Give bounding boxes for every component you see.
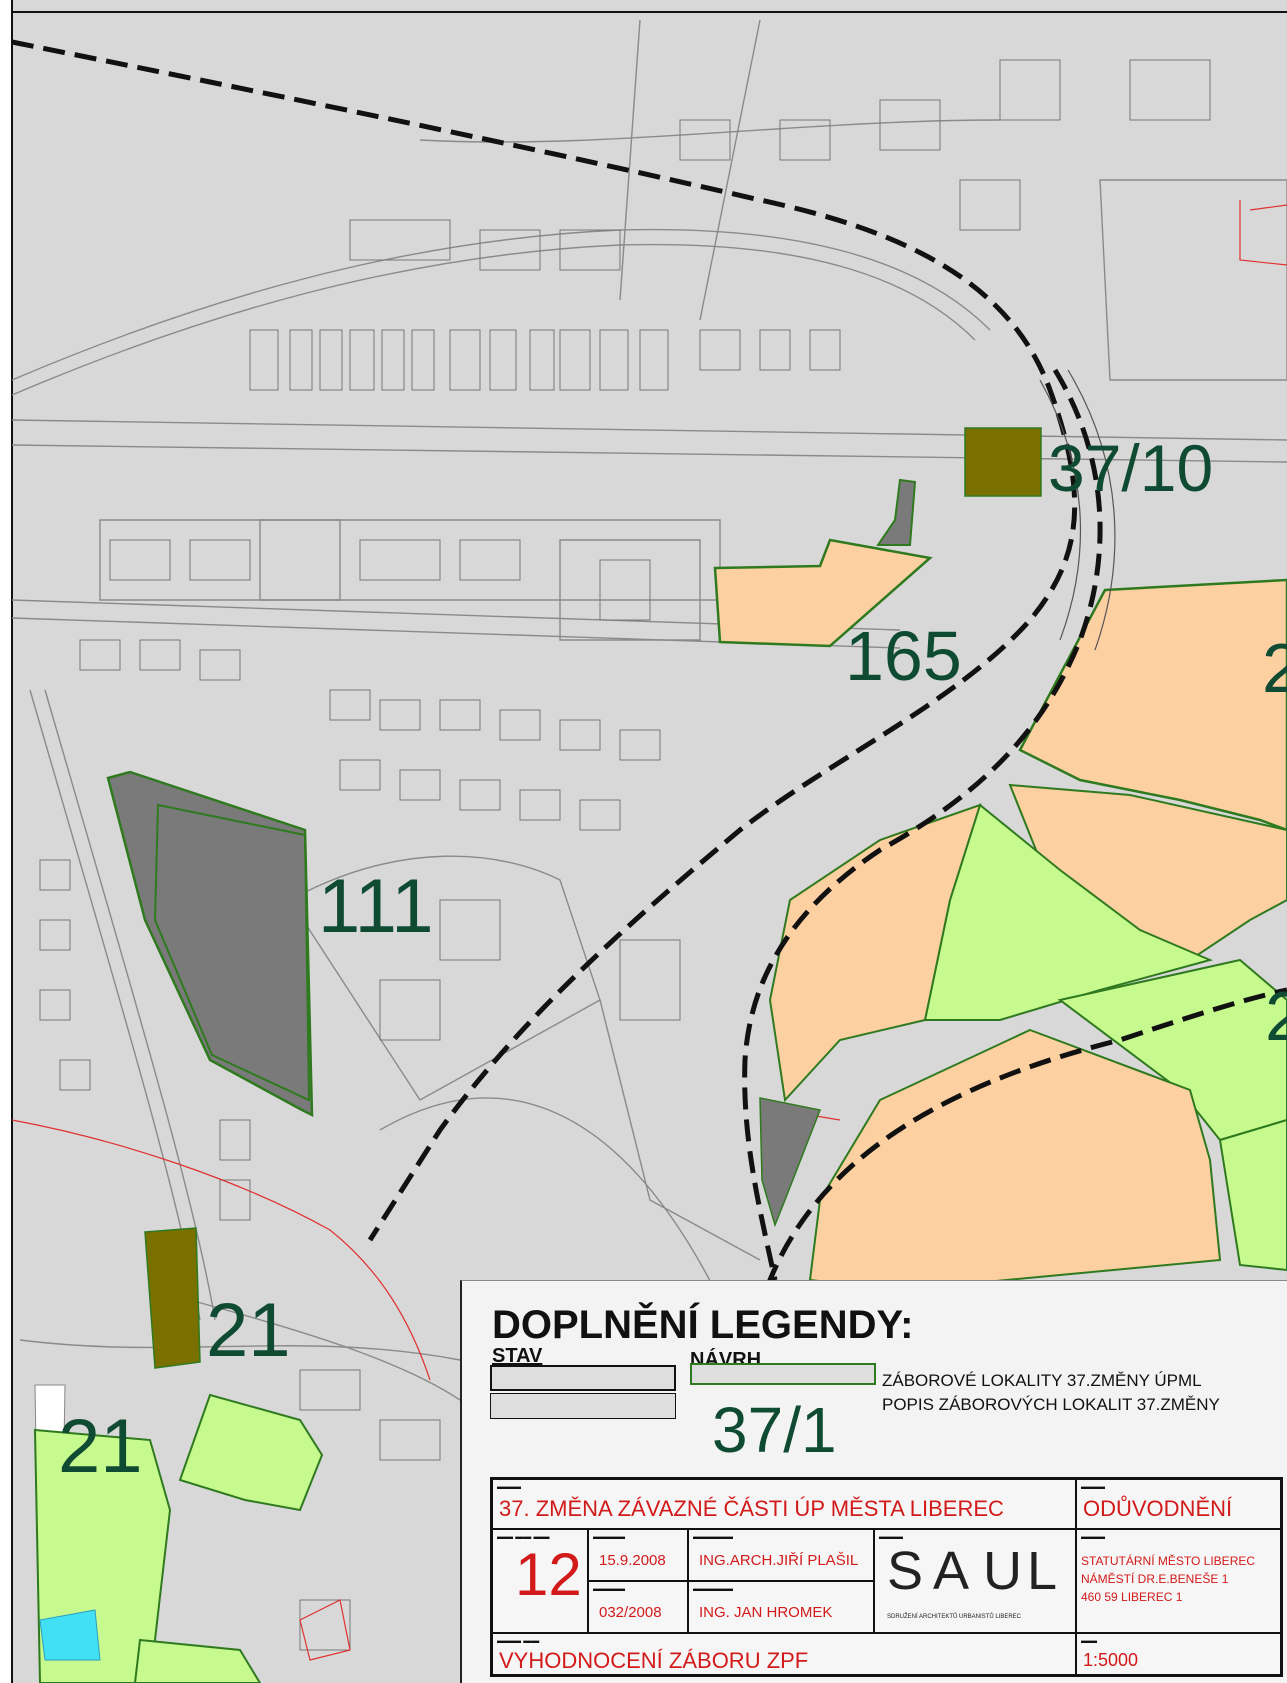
- tb-logo-cell: ▬▬▬ S A U L SDRUŽENÍ ARCHITEKTŮ URBANIST…: [874, 1529, 1076, 1633]
- locality-labels: 37/10 165 111 21 21 2 2: [58, 431, 1287, 1489]
- tb-number-cell: ▬▬ ▬▬ ▬▬ 12: [492, 1529, 588, 1633]
- legend-swatch-stav-2: [490, 1393, 676, 1419]
- tb-client-line3: 460 59 LIBEREC 1: [1081, 1590, 1183, 1604]
- tb-author-responsible: ING.ARCH.JIŘÍ PLAŠIL: [699, 1552, 859, 1569]
- legend-panel: DOPLNĚNÍ LEGENDY: STAV NÁVRH 37/1 ZÁBORO…: [460, 1280, 1287, 1683]
- legend-stav-label: STAV: [492, 1345, 543, 1367]
- tb-client-line1: STATUTÁRNÍ MĚSTO LIBEREC: [1081, 1554, 1256, 1568]
- label-21-south: 21: [58, 1404, 143, 1489]
- tb-contract: 032/2008: [599, 1604, 662, 1621]
- logo-letter-a: A: [933, 1541, 970, 1601]
- legend-swatch-stav-1: [490, 1365, 676, 1391]
- label-edge-1: 2: [1262, 629, 1287, 707]
- label-37-10: 37/10: [1048, 431, 1213, 505]
- title-block: ▬▬▬ 37. ZMĚNA ZÁVAZNÉ ČÁSTI ÚP MĚSTA LIB…: [490, 1477, 1283, 1677]
- legend-swatch-navrh: [690, 1363, 876, 1385]
- tb-purpose-cell: ▬▬▬ ODŮVODNĚNÍ: [1076, 1479, 1281, 1529]
- zone-21-south-3[interactable]: [133, 1638, 262, 1683]
- tb-drawing-cell: ▬▬▬ ▬▬ VYHODNOCENÍ ZÁBORU ZPF: [492, 1633, 1076, 1675]
- tb-scale: 1:5000: [1083, 1650, 1139, 1670]
- zone-165[interactable]: [713, 538, 933, 648]
- tb-client-cell: ▬▬▬ STATUTÁRNÍ MĚSTO LIBEREC NÁMĚSTÍ DR.…: [1076, 1529, 1281, 1633]
- saul-logo: S A U L SDRUŽENÍ ARCHITEKTŮ URBANISTŮ LI…: [875, 1530, 1075, 1632]
- legend-desc-localities: ZÁBOROVÉ LOKALITY 37.ZMĚNY ÚPML: [882, 1371, 1202, 1390]
- tb-author1-cell: ▬▬▬▬▬ ING.ARCH.JIŘÍ PLAŠIL: [688, 1529, 874, 1581]
- railways: [11, 39, 1287, 1286]
- zone-21-north[interactable]: [144, 1227, 201, 1369]
- legend-sample-label: 37/1: [712, 1394, 837, 1466]
- legend-title: DOPLNĚNÍ LEGENDY:: [492, 1303, 914, 1347]
- logo-letter-u: U: [983, 1541, 1022, 1601]
- logo-letter-s: S: [887, 1541, 924, 1601]
- tb-scale-cell: ▬▬ 1:5000: [1076, 1633, 1281, 1675]
- buildings: [39, 59, 1211, 1651]
- legend-desc-labels: POPIS ZÁBOROVÝCH LOKALIT 37.ZMĚNY: [882, 1395, 1220, 1414]
- tb-project-name: 37. ZMĚNA ZÁVAZNÉ ČÁSTI ÚP MĚSTA LIBEREC: [499, 1496, 1004, 1521]
- tb-purpose: ODŮVODNĚNÍ: [1083, 1496, 1233, 1521]
- tb-author-designer: ING. JAN HROMEK: [699, 1604, 833, 1621]
- zone-east-orange-3[interactable]: [768, 803, 982, 1103]
- zone-37-10-strip[interactable]: [876, 478, 917, 546]
- tb-date: 15.9.2008: [599, 1552, 666, 1569]
- zone-21-south-2[interactable]: [178, 1393, 324, 1512]
- zone-east-gray[interactable]: [759, 1097, 822, 1228]
- logo-subtitle: SDRUŽENÍ ARCHITEKTŮ URBANISTŮ LIBEREC: [887, 1614, 1022, 1620]
- tb-project-cell: ▬▬▬ 37. ZMĚNA ZÁVAZNÉ ČÁSTI ÚP MĚSTA LIB…: [492, 1479, 1076, 1529]
- tb-date-cell: ▬▬▬▬ 15.9.2008: [588, 1529, 688, 1581]
- label-21-north: 21: [206, 1288, 291, 1373]
- tb-drawing-number: 12: [515, 1541, 582, 1608]
- label-111: 111: [318, 864, 434, 949]
- tb-contract-cell: ▬▬▬▬ 032/2008: [588, 1581, 688, 1633]
- zone-111[interactable]: [106, 770, 314, 1118]
- logo-letter-l: L: [1027, 1541, 1058, 1601]
- water-feature: [39, 1609, 101, 1661]
- zone-111-inner: [153, 803, 311, 1102]
- label-165: 165: [845, 617, 962, 695]
- zone-east-orange-1[interactable]: [1018, 578, 1287, 832]
- tb-client-line2: NÁMĚSTÍ DR.E.BENEŠE 1: [1081, 1572, 1229, 1586]
- zone-east-green-3[interactable]: [1218, 1118, 1287, 1272]
- zone-37-10[interactable]: [964, 427, 1042, 497]
- left-margin: [0, 0, 12, 1683]
- tb-author2-cell: ▬▬▬▬▬ ING. JAN HROMEK: [688, 1581, 874, 1633]
- label-edge-2: 2: [1265, 977, 1287, 1055]
- tb-drawing-name: VYHODNOCENÍ ZÁBORU ZPF: [499, 1648, 809, 1673]
